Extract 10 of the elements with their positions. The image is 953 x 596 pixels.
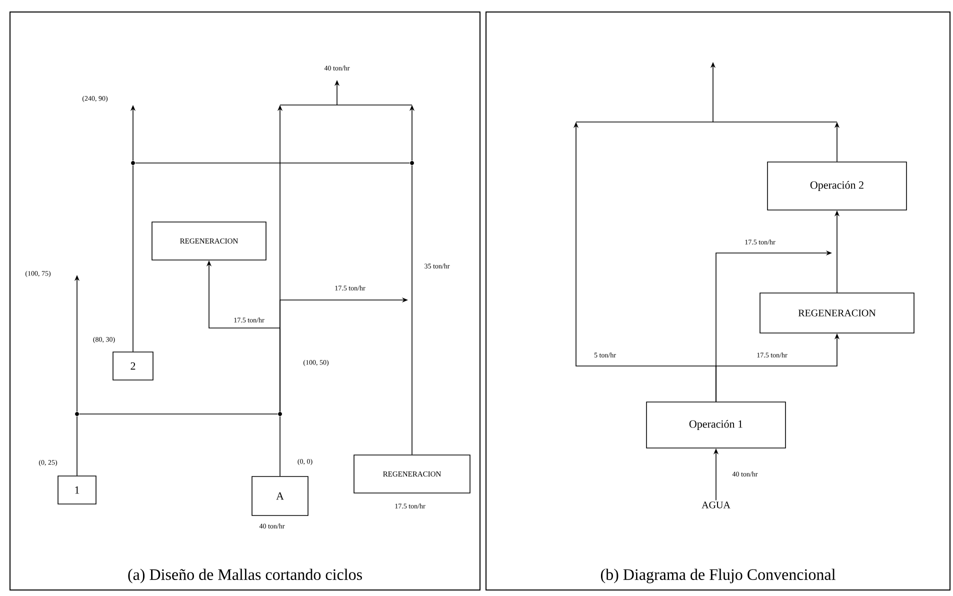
unit-box: A bbox=[252, 476, 308, 516]
process-box: Operación 2 bbox=[767, 162, 907, 210]
unit-box: 2 bbox=[112, 352, 154, 380]
flow-line bbox=[132, 165, 134, 352]
source-label: AGUA bbox=[702, 502, 730, 508]
unit-box: 1 bbox=[58, 476, 96, 504]
process-box: Operación 1 bbox=[646, 402, 786, 448]
flow-line bbox=[76, 416, 78, 476]
flow-line bbox=[135, 162, 410, 164]
process-box: REGENERACION bbox=[760, 292, 914, 334]
